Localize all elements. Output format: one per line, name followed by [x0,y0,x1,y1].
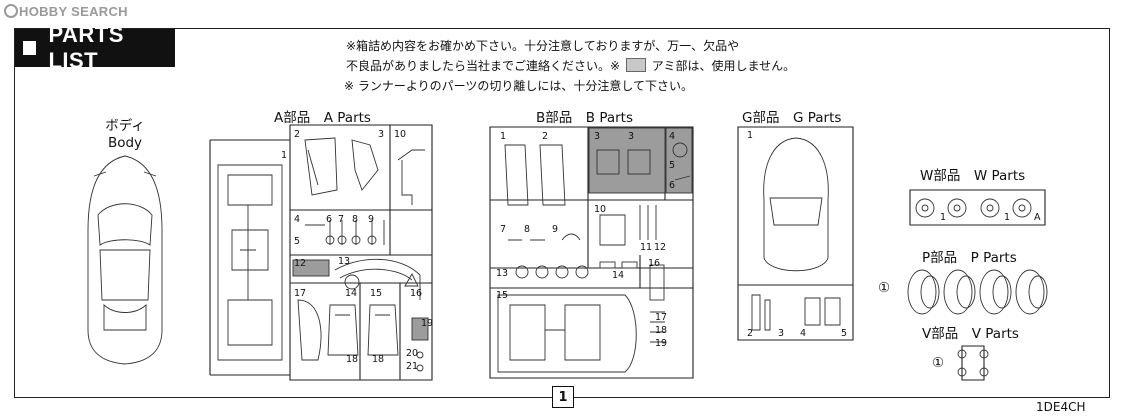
part-number: 13 [338,256,351,267]
part-number: 17 [655,312,668,323]
part-number: 4 [669,131,676,142]
note-line-2: 不良品がありましたら当社までご連絡ください。※ アミ部は、使用しません。 [346,56,795,76]
part-number: 19 [421,318,434,329]
runner-a-drawing [209,124,433,381]
part-number: 9 [552,224,559,235]
part-number: 2 [747,328,754,339]
parts-list-header: PARTS LIST [15,22,175,73]
page-title: PARTS LIST [48,22,124,73]
part-number: 3 [778,328,785,339]
square-bullet-icon [23,41,37,55]
part-number: 3 [378,129,385,140]
part-number: 12 [294,258,307,269]
runner-v-label: V部品 V Parts [922,326,1019,342]
part-number: 21 [406,361,419,372]
document-code: 1DE4CH [1036,400,1086,414]
part-number: 14 [345,288,358,299]
part-number: 1 [940,212,947,223]
part-number: 1 [281,150,288,161]
part-number: 8 [352,214,359,225]
part-number: 16 [410,288,423,299]
part-number: 3 [628,131,635,142]
part-number: 20 [406,348,419,359]
part-number: 4 [294,214,301,225]
runner-p-drawing [907,269,1048,315]
runner-b-label: B部品 B Parts [536,110,633,126]
part-number: 14 [612,270,625,281]
runner-w-drawing [909,189,1046,226]
watermark-logo: HOBBY SEARCH [4,4,128,19]
notes-block: ※箱詰め内容をお確かめ下さい。十分注意しておりますが、万一、欠品や 不良品があり… [344,36,795,96]
v-count-mark: ① [932,355,945,371]
part-number: 16 [648,258,661,269]
body-label-en: Body [107,135,143,151]
part-number: 17 [294,288,307,299]
part-number: 9 [368,214,375,225]
runner-p-label: P部品 P Parts [922,250,1017,266]
part-number: 7 [500,224,507,235]
part-number: 18 [372,354,385,365]
part-number: 15 [496,290,509,301]
shaded-swatch [625,58,646,72]
part-number: 18 [655,325,668,336]
part-number: 10 [394,129,407,140]
part-number: 6 [326,214,333,225]
part-number: 13 [496,268,509,279]
part-number: 6 [669,180,676,191]
runner-g-drawing [737,126,854,341]
part-number: 3 [594,131,601,142]
part-number: 5 [294,236,301,247]
part-number: A [1034,212,1041,223]
part-number: 15 [370,288,383,299]
page-number: 1 [552,386,574,408]
part-number: 5 [669,160,676,171]
body-label: ボディ Body [103,118,147,152]
note-line-1: ※箱詰め内容をお確かめ下さい。十分注意しておりますが、万一、欠品や [346,39,740,53]
logo-text: HOBBY SEARCH [19,4,128,19]
part-number: 2 [542,131,549,142]
part-number: 12 [654,242,667,253]
runner-w-label: W部品 W Parts [920,168,1026,184]
part-number: 1 [747,130,754,141]
body-drawing [87,155,163,365]
part-number: 11 [640,242,653,253]
part-number: 2 [294,129,301,140]
part-number: 1 [500,131,507,142]
note-line-2a: 不良品がありましたら当社までご連絡ください。※ [346,59,621,73]
part-number: 18 [346,354,359,365]
logo-circle-icon [4,4,18,18]
part-number: 19 [655,338,668,349]
p-count-mark: ① [878,280,891,296]
part-number: 5 [841,328,848,339]
part-number: 1 [1004,212,1011,223]
body-label-jp: ボディ [105,118,145,134]
part-number: 4 [800,328,807,339]
part-number: 10 [594,204,607,215]
note-line-3: ※ ランナーよりのパーツの切り離しには、十分注意して下さい。 [344,79,694,93]
part-number: 7 [338,214,345,225]
note-line-2b: アミ部は、使用しません。 [651,59,796,73]
runner-g-label: G部品 G Parts [742,110,842,126]
part-number: 8 [524,224,531,235]
runner-b-drawing [489,126,694,379]
runner-a-label: A部品 A Parts [274,110,371,126]
runner-v-drawing [957,345,989,381]
